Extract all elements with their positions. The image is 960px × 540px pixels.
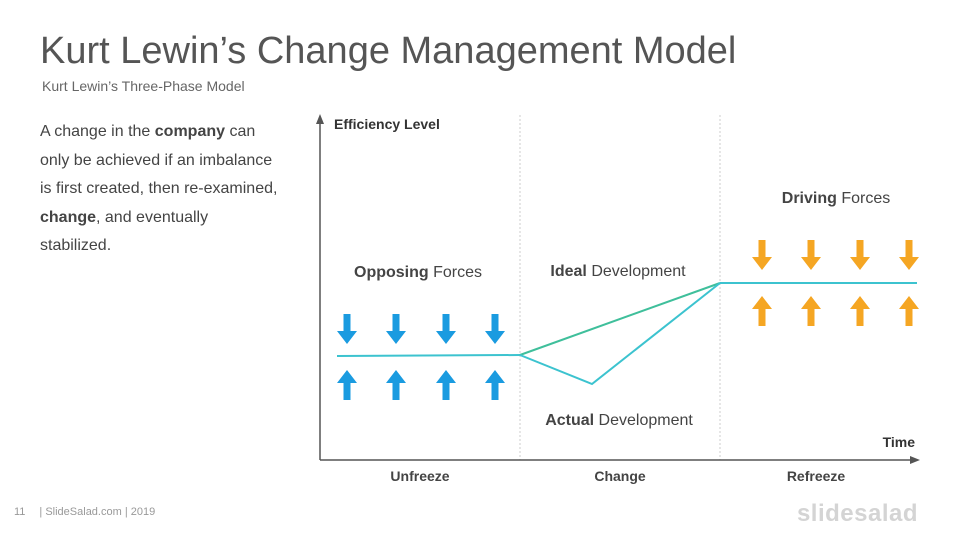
opposing-forces-label: Opposing Forces [354, 264, 482, 281]
footer: 11 | SlideSalad.com | 2019 [14, 506, 155, 518]
arrow-down-icon [485, 314, 505, 344]
arrow-up-icon [899, 296, 919, 326]
opposing-forces-arrows [337, 314, 505, 400]
brand-logo: slidesalad [796, 500, 918, 527]
slide-title: Kurt Lewin’s Change Management Model [40, 30, 737, 72]
arrow-down-icon [899, 240, 919, 270]
page-number: 11 [14, 506, 26, 518]
description-text: A change in the company can only be achi… [40, 118, 280, 261]
desc-part-1: A change in the [40, 123, 155, 140]
arrow-down-icon [337, 314, 357, 344]
x-axis-label: Time [883, 434, 916, 450]
arrow-up-icon [337, 370, 357, 400]
ideal-development-label: Ideal Development [550, 263, 686, 280]
arrow-up-icon [801, 296, 821, 326]
phase-label-unfreeze: Unfreeze [390, 468, 449, 484]
arrow-down-icon [752, 240, 772, 270]
desc-bold-company: company [154, 123, 226, 140]
unfreeze-level-line [336, 354, 521, 357]
actual-development-label: Actual Development [545, 412, 693, 429]
x-axis [320, 456, 920, 464]
arrow-up-icon [485, 370, 505, 400]
driving-forces-label: Driving Forces [782, 190, 890, 207]
arrow-down-icon [386, 314, 406, 344]
footer-credit: | SlideSalad.com | 2019 [39, 506, 156, 518]
arrow-down-icon [801, 240, 821, 270]
slide-subtitle: Kurt Lewin’s Three-Phase Model [42, 78, 245, 94]
y-axis-label: Efficiency Level [334, 116, 440, 132]
desc-part-3: , and eventually stabilized. [40, 208, 209, 255]
arrow-up-icon [386, 370, 406, 400]
phase-label-change: Change [594, 468, 646, 484]
phase-label-refreeze: Refreeze [787, 468, 846, 484]
arrow-down-icon [436, 314, 456, 344]
desc-part-2: can only be achieved if an imbalance is … [40, 123, 278, 197]
arrow-up-icon [850, 296, 870, 326]
ideal-development-line [519, 282, 721, 356]
arrow-down-icon [850, 240, 870, 270]
arrow-up-icon [752, 296, 772, 326]
arrow-up-icon [436, 370, 456, 400]
desc-bold-change: change [40, 208, 97, 226]
actual-development-line [519, 282, 721, 386]
y-axis [316, 114, 324, 460]
